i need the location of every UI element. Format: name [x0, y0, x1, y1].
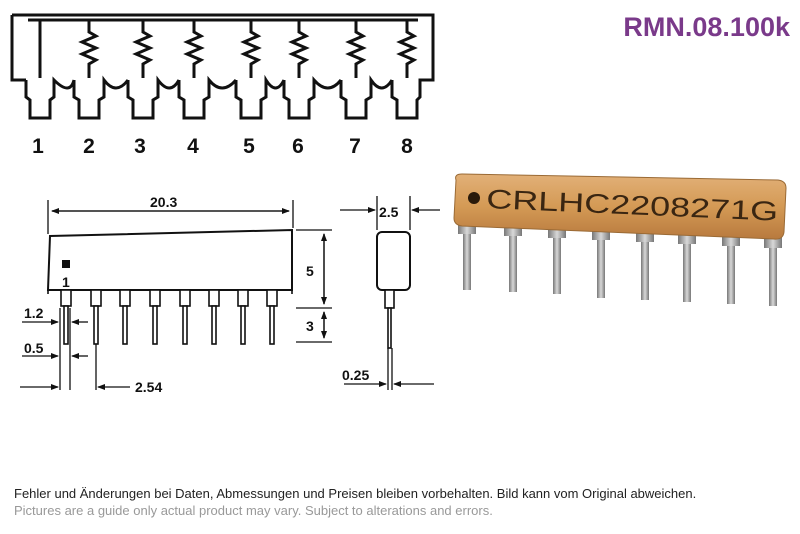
photo-lead [722, 232, 740, 304]
front-pin-shoulders [47, 290, 293, 294]
schematic-pin [177, 75, 238, 120]
schematic-resistor [288, 20, 310, 78]
dim-total-length: 20.3 [150, 194, 177, 210]
schematic-pin [72, 75, 130, 120]
side-lead-shoulder [384, 289, 395, 309]
front-pin [60, 289, 72, 345]
dim-thickness: 2.5 [379, 204, 399, 220]
schematic-pin [390, 80, 422, 120]
front-pin [179, 289, 191, 345]
dim-pitch: 2.54 [135, 379, 162, 395]
product-photo: CRLHC2208271G [453, 173, 787, 306]
front-pin [237, 289, 249, 345]
pin1-label: 1 [62, 274, 70, 290]
front-pin [208, 289, 220, 345]
photo-lead [678, 230, 696, 302]
schematic-pins [24, 74, 422, 120]
schematic-resistor [78, 20, 100, 78]
front-pins [60, 289, 278, 345]
photo-lead [764, 234, 782, 306]
dim-lead-length: 3 [306, 318, 314, 334]
front-body-outline [46, 228, 293, 291]
schematic-pin-label: 6 [292, 135, 304, 158]
schematic-pin [24, 76, 76, 120]
side-lead [387, 307, 392, 349]
photo-lead [548, 224, 566, 294]
pin1-marker-icon [62, 260, 70, 268]
side-view-drawing: 2.5 0.25 [340, 196, 440, 390]
schematic-pin-label: 4 [187, 135, 199, 158]
disclaimer-german: Fehler und Änderungen bei Daten, Abmessu… [14, 486, 697, 501]
schematic-resistor [345, 20, 367, 78]
schematic-pin-label: 3 [134, 135, 146, 158]
schematic-pin-label: 8 [401, 135, 413, 158]
photo-pin1-dot [468, 192, 480, 204]
schematic-pin-label: 7 [349, 135, 361, 158]
schematic-resistor [183, 20, 205, 78]
photo-lead [636, 228, 654, 300]
schematic-pin-label: 5 [243, 135, 255, 158]
schematic-resistor [396, 20, 418, 78]
schematic-package-outline [10, 13, 435, 83]
side-body-outline [376, 231, 411, 291]
schematic-resistor [240, 20, 262, 78]
front-view-drawing: 1 20.3 5 3 1.2 0.5 2.54 [20, 194, 332, 395]
dim-lead-thickness: 0.25 [342, 367, 369, 383]
front-pin [90, 289, 102, 345]
front-pin [119, 289, 131, 345]
disclaimer-english: Pictures are a guide only actual product… [14, 503, 493, 518]
dim-body-height: 5 [306, 263, 314, 279]
front-pin [149, 289, 161, 345]
schematic-pin-label: 2 [83, 135, 95, 158]
schematic-resistors [78, 20, 418, 78]
photo-lead [504, 222, 522, 292]
product-code: RMN.08.100k [623, 12, 790, 42]
schematic-pin [234, 74, 286, 120]
schematic-diagram: 1 2 3 4 5 6 7 8 [10, 13, 435, 158]
dim-shoulder-width: 1.2 [24, 305, 44, 321]
photo-lead [592, 226, 610, 298]
schematic-pin [282, 76, 343, 120]
dim-lead-width: 0.5 [24, 340, 44, 356]
schematic-resistor [132, 20, 154, 78]
schematic-pin [126, 75, 181, 120]
schematic-pin-label: 1 [32, 135, 44, 158]
front-pin [266, 289, 278, 345]
photo-body [453, 173, 787, 240]
schematic-pin [339, 75, 394, 120]
photo-lead [458, 220, 476, 290]
